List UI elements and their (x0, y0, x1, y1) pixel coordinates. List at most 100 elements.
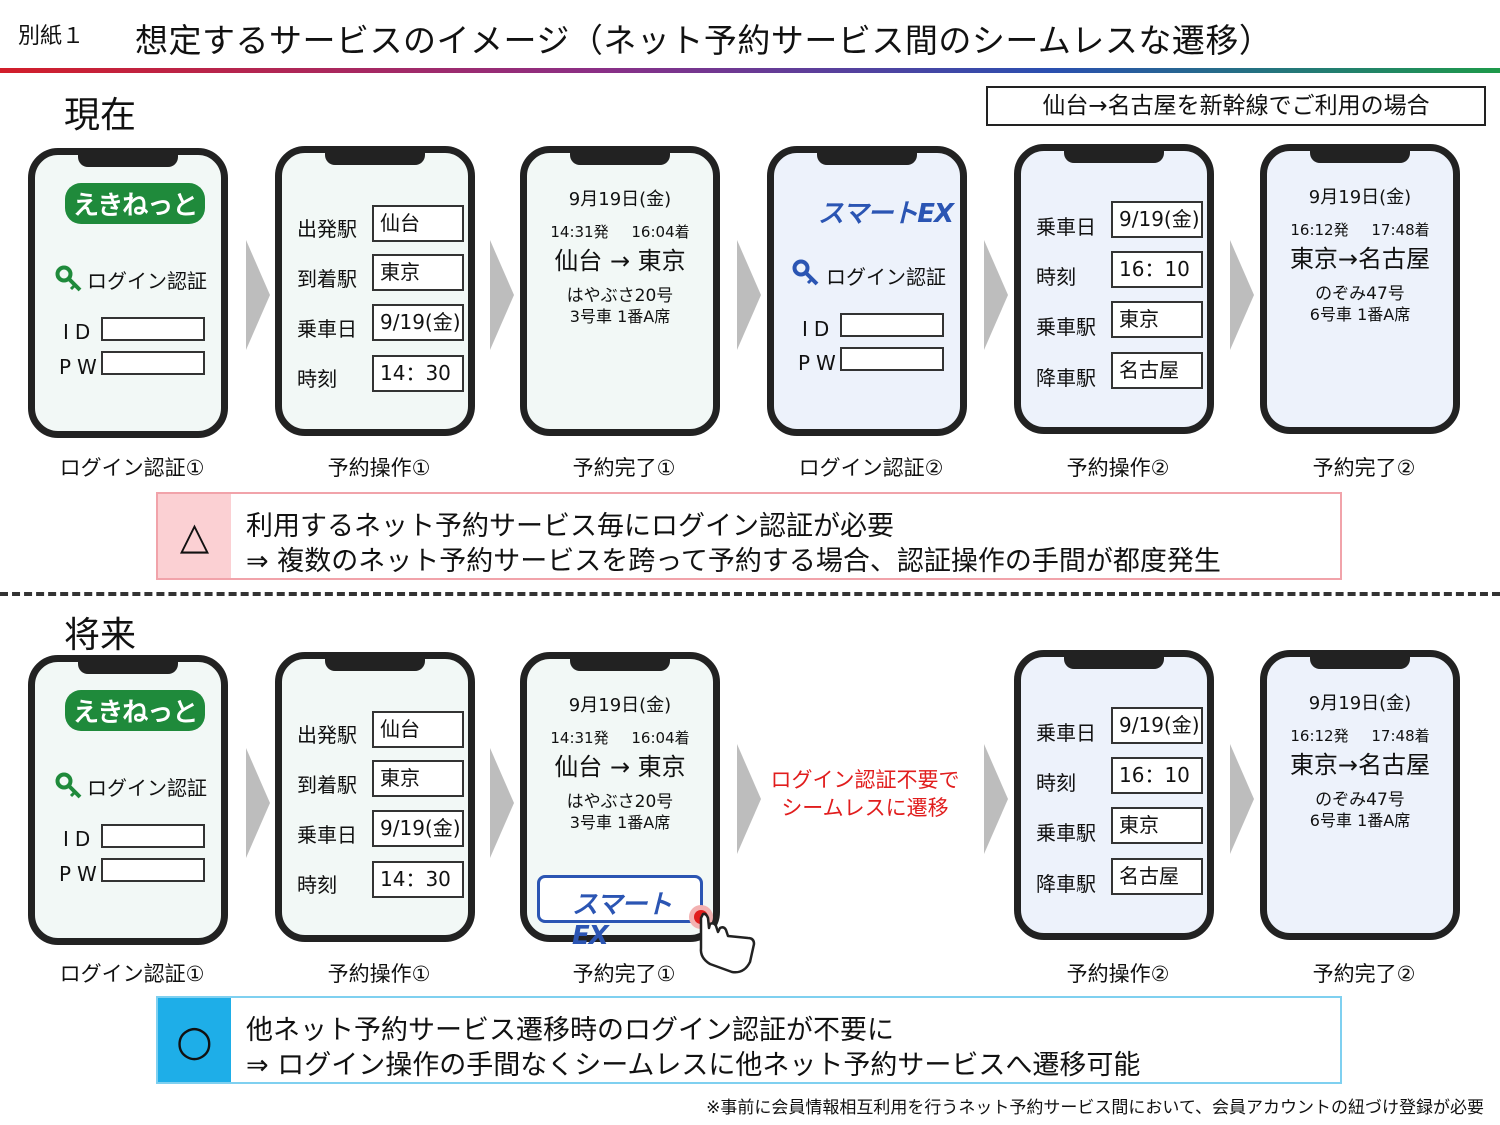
phone-form-1: 出発駅 仙台 到着駅 東京 乗車日 9/19(金) 時刻 14：30 (275, 146, 475, 436)
id-label: ID (802, 317, 836, 341)
form-row-value[interactable]: 9/19(金) (1111, 707, 1203, 744)
step-caption: ログイン認証① (59, 456, 205, 480)
login-label: ログイン認証 (87, 776, 207, 800)
form-row-value[interactable]: 14：30 (372, 355, 464, 392)
phone-notch (1310, 655, 1410, 669)
flow-arrow (490, 240, 514, 350)
pw-field[interactable] (101, 351, 205, 375)
pw-label: PW (59, 355, 103, 379)
step-caption: ログイン認証① (59, 962, 205, 986)
footnote: ※事前に会員情報相互利用を行うネット予約サービス間において、会員アカウントの紐づ… (706, 1098, 1484, 1118)
phone-login-ekinet: えきねっと ログイン認証 ID PW (28, 148, 228, 438)
form-row-value[interactable]: 仙台 (372, 205, 464, 242)
ticket-date: 9月19日(金) (1308, 693, 1412, 714)
form-row-value[interactable]: 9/19(金) (1111, 201, 1203, 238)
id-field[interactable] (101, 824, 205, 848)
ticket-train: のぞみ47号 (1315, 790, 1405, 810)
form-row-label: 乗車日 (1036, 215, 1096, 239)
pw-field[interactable] (101, 858, 205, 882)
ticket-seat: 6号車 1番A席 (1309, 811, 1411, 830)
ticket-train: はやぶさ20号 (566, 792, 674, 812)
step-caption: 予約完了① (572, 962, 676, 986)
key-icon (792, 259, 819, 286)
seamless-transition-label: ログイン認証不要で シームレスに遷移 (740, 766, 990, 822)
id-label: ID (63, 827, 97, 851)
ticket-depart: 16:12発 (1290, 221, 1349, 239)
section-label-current: 現在 (64, 95, 137, 136)
form-row-label: 降車駅 (1036, 872, 1096, 896)
key-icon (55, 772, 82, 799)
phone-notch (1064, 655, 1164, 669)
seamless-line-1: ログイン認証不要で (770, 768, 960, 792)
form-row-value[interactable]: 東京 (1111, 807, 1203, 844)
form-row-label: 出発駅 (297, 217, 357, 241)
form-row-value[interactable]: 仙台 (372, 711, 464, 748)
id-label: ID (63, 320, 97, 344)
ticket-route: 仙台 → 東京 (554, 753, 686, 781)
smartex-link-button[interactable]: スマートEX (537, 875, 703, 951)
form-row-label: 時刻 (1036, 265, 1076, 289)
phone-notch (817, 151, 917, 165)
form-row-value[interactable]: 9/19(金) (372, 304, 464, 341)
ticket-arrive: 17:48着 (1371, 727, 1430, 745)
id-field[interactable] (101, 317, 205, 341)
form-row-value[interactable]: 16：10 (1111, 251, 1203, 288)
ticket-seat: 6号車 1番A席 (1309, 305, 1411, 324)
flow-arrow (246, 240, 270, 350)
phone-notch (325, 657, 425, 671)
phone-form-2: 乗車日 9/19(金) 時刻 16：10 乗車駅 東京 降車駅 名古屋 (1014, 650, 1214, 940)
form-row-value[interactable]: 16：10 (1111, 757, 1203, 794)
ticket-times: 16:12発 17:48着 (1267, 219, 1453, 240)
pw-field[interactable] (840, 347, 944, 371)
flow-arrow (984, 744, 1008, 854)
triangle-icon: △ (158, 494, 231, 578)
ticket-depart: 14:31発 (550, 223, 609, 241)
form-row-value[interactable]: 14：30 (372, 861, 464, 898)
form-row-value[interactable]: 名古屋 (1111, 858, 1203, 895)
form-row-label: 時刻 (1036, 771, 1076, 795)
form-row-label: 乗車日 (297, 317, 357, 341)
flow-arrow (1230, 744, 1254, 854)
note-line-1: 利用するネット予約サービス毎にログイン認証が必要 (246, 511, 894, 542)
form-row-value[interactable]: 東京 (1111, 301, 1203, 338)
phone-form-2: 乗車日 9/19(金) 時刻 16：10 乗車駅 東京 降車駅 名古屋 (1014, 144, 1214, 434)
key-icon (55, 265, 82, 292)
phone-ticket-2: 9月19日(金) 16:12発 17:48着 東京→名古屋 のぞみ47号 6号車… (1260, 650, 1460, 940)
ticket-arrive: 17:48着 (1371, 221, 1430, 239)
note-line-2: ⇒ ログイン操作の手間なくシームレスに他ネット予約サービスへ遷移可能 (246, 1050, 1141, 1081)
form-row-value[interactable]: 東京 (372, 254, 464, 291)
ticket-seat: 3号車 1番A席 (569, 307, 671, 326)
form-row-value[interactable]: 名古屋 (1111, 352, 1203, 389)
page-title: 想定するサービスのイメージ（ネット予約サービス間のシームレスな遷移） (135, 21, 1273, 60)
form-row-value[interactable]: 東京 (372, 760, 464, 797)
phone-form-1: 出発駅 仙台 到着駅 東京 乗車日 9/19(金) 時刻 14：30 (275, 652, 475, 942)
step-caption: 予約完了② (1312, 962, 1416, 986)
step-caption: 予約操作② (1066, 962, 1170, 986)
form-row-label: 乗車日 (297, 823, 357, 847)
pw-label: PW (59, 862, 103, 886)
attachment-label: 別紙１ (18, 24, 85, 49)
flow-arrow (737, 744, 761, 854)
login-label: ログイン認証 (87, 269, 207, 293)
phone-login-ekinet: えきねっと ログイン認証 ID PW (28, 655, 228, 945)
phone-notch (1310, 149, 1410, 163)
ticket-arrive: 16:04着 (631, 729, 690, 747)
step-caption: 予約操作① (327, 962, 431, 986)
phone-ticket-2: 9月19日(金) 16:12発 17:48着 東京→名古屋 のぞみ47号 6号車… (1260, 144, 1460, 434)
form-row-label: 到着駅 (297, 267, 357, 291)
phone-notch (570, 151, 670, 165)
phone-notch (570, 657, 670, 671)
form-row-label: 出発駅 (297, 723, 357, 747)
phone-login-smartex: スマートEX ログイン認証 ID PW (767, 146, 967, 436)
ticket-depart: 16:12発 (1290, 727, 1349, 745)
id-field[interactable] (840, 313, 944, 337)
flow-arrow (984, 240, 1008, 350)
step-caption: ログイン認証② (798, 456, 944, 480)
phone-notch (78, 153, 178, 167)
phone-ticket-1: 9月19日(金) 14:31発 16:04着 仙台 → 東京 はやぶさ20号 3… (520, 146, 720, 436)
ticket-arrive: 16:04着 (631, 223, 690, 241)
note-line-2: ⇒ 複数のネット予約サービスを跨って予約する場合、認証操作の手間が都度発生 (246, 546, 1221, 577)
tap-hand-icon (689, 905, 756, 974)
ekinet-logo: えきねっと (65, 183, 206, 224)
form-row-value[interactable]: 9/19(金) (372, 810, 464, 847)
